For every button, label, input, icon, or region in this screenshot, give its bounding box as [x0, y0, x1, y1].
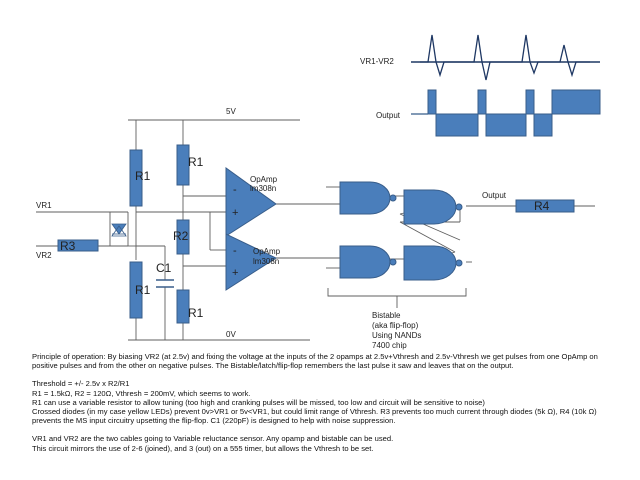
description-line: positive pulses and from the other on ne… — [32, 361, 514, 371]
label-r2: R2 — [173, 229, 189, 243]
nand-gates — [339, 181, 463, 281]
resistor-r1-left-bottom — [129, 261, 143, 319]
description-text: Principle of operation: By biasing VR2 (… — [32, 352, 632, 453]
wire — [399, 212, 405, 215]
resistor-r4 — [515, 199, 575, 213]
output-pulse — [551, 89, 601, 115]
waveform-inset — [411, 34, 600, 81]
description-line: This circuit mirrors the use of 2-6 (joi… — [32, 443, 374, 453]
resistors — [57, 144, 575, 324]
opamp-bottom-part: lm308n — [253, 257, 279, 266]
output-pulse — [427, 89, 437, 115]
nand-bubble — [389, 258, 397, 266]
resistor-r1-right-bottom — [176, 289, 190, 324]
label-r1-right-bottom: R1 — [188, 306, 204, 320]
label-r4: R4 — [534, 199, 550, 213]
label-c1: C1 — [156, 261, 172, 275]
description-line: VR1 and VR2 are the two cables going to … — [32, 434, 394, 444]
nand-gate-2 — [403, 189, 457, 225]
opamp-bottom-plus: + — [232, 267, 238, 279]
opamp-top — [225, 167, 277, 237]
nand-bubble — [455, 259, 463, 267]
label-r1-left-top: R1 — [135, 169, 151, 183]
label-r1-right-top: R1 — [188, 155, 204, 169]
nand-gate-4 — [403, 245, 457, 281]
rail-0v-label: 0V — [226, 330, 236, 339]
resistor-r1-left-top — [129, 149, 143, 207]
opamp-top-minus: - — [233, 184, 237, 196]
bistable-label-1: Bistable — [372, 311, 401, 320]
diode-icon — [111, 225, 127, 237]
output-label: Output — [482, 191, 507, 200]
opamp-top-plus: + — [232, 207, 238, 219]
label-r1-left-bottom: R1 — [135, 283, 151, 297]
nand-gate-1 — [339, 181, 391, 215]
opamp-bottom-minus: - — [233, 245, 237, 257]
bistable-bracket — [327, 288, 467, 297]
nand-bubble — [455, 203, 463, 211]
opamp-bottom-name: OpAmp — [253, 247, 281, 256]
nand-bubble — [389, 194, 397, 202]
description-line: Crossed diodes (in my case yellow LEDs) … — [32, 407, 597, 417]
output-pulse — [485, 113, 527, 137]
output-pulse — [533, 113, 553, 137]
nand-gate-3 — [339, 245, 391, 279]
output-pulse — [477, 89, 487, 115]
rail-5v-label: 5V — [226, 107, 236, 116]
capacitor-c1 — [156, 279, 174, 288]
vr-waveform-label: VR1-VR2 — [360, 57, 394, 66]
description-line: Principle of operation: By biasing VR2 (… — [32, 352, 598, 361]
wires — [36, 119, 595, 341]
bistable-label-3: Using NANDs — [372, 331, 421, 340]
wire — [399, 221, 456, 253]
input-vr1-label: VR1 — [36, 201, 52, 210]
opamp-top-name: OpAmp — [250, 175, 278, 184]
label-r3: R3 — [60, 239, 76, 253]
resistor-r3 — [57, 239, 99, 252]
description-line: prevents the MS input circuitry upsettin… — [32, 416, 396, 426]
opamp-top-part: lm308n — [250, 184, 276, 193]
bistable-label-2: (aka flip-flop) — [372, 321, 419, 330]
description-line: Threshold = +/- 2.5v x R2/R1 — [32, 379, 130, 389]
resistor-r1-right-top — [176, 144, 190, 186]
description-line: R1 = 1.5kΩ, R2 = 120Ω, Vthresh = 200mV, … — [32, 388, 251, 398]
diode-icon — [111, 223, 127, 235]
opamp-bottom — [225, 233, 278, 291]
output-waveform-label: Output — [376, 111, 401, 120]
output-pulse — [525, 89, 535, 115]
input-vr2-label: VR2 — [36, 251, 52, 260]
description-line: R1 can use a variable resistor to allow … — [32, 397, 485, 407]
output-pulse — [435, 113, 479, 137]
crossed-diodes — [111, 223, 127, 237]
output-waveform — [411, 89, 601, 137]
bistable-label-4: 7400 chip — [372, 341, 407, 350]
resistor-r2 — [176, 219, 190, 255]
vr-waveform — [420, 34, 590, 81]
